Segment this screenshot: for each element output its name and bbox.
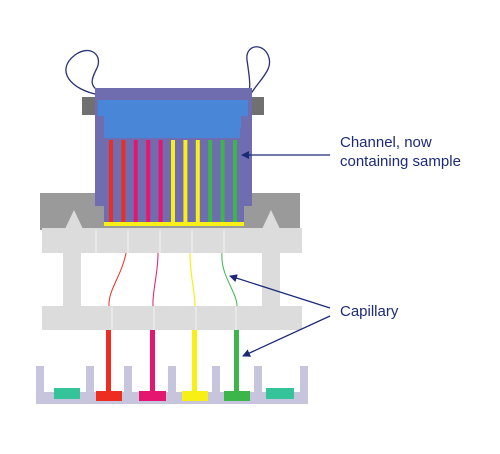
left-connector bbox=[82, 97, 96, 115]
capillary-magenta bbox=[152, 252, 159, 307]
capillary-pointer-arrow-upper bbox=[229, 274, 331, 309]
tube-red bbox=[106, 330, 111, 394]
channel-strip bbox=[109, 140, 113, 224]
channel-strip bbox=[121, 140, 126, 224]
left-triangle bbox=[65, 210, 83, 229]
well-magenta bbox=[139, 391, 166, 401]
sample-channels bbox=[109, 140, 237, 224]
channel-label-line1: Channel, now bbox=[340, 134, 432, 151]
channel-strip bbox=[171, 140, 175, 224]
right-triangle bbox=[262, 210, 280, 229]
reservoir-inner-right bbox=[241, 116, 248, 128]
capillary-red bbox=[108, 252, 127, 307]
capillary-yellow bbox=[189, 252, 196, 307]
well-green bbox=[224, 391, 250, 401]
bottom-film bbox=[104, 222, 244, 226]
channel-strip bbox=[220, 140, 225, 224]
right-tubing bbox=[246, 46, 271, 101]
right-pillar bbox=[262, 253, 280, 306]
capillary-label: Capillary bbox=[340, 303, 399, 320]
tube-yellow bbox=[192, 330, 197, 394]
well-teal-right bbox=[266, 388, 294, 399]
lower-plate bbox=[42, 306, 302, 330]
channel-strip bbox=[195, 140, 200, 224]
tube-green bbox=[234, 330, 239, 394]
reservoir-inner-left bbox=[97, 116, 104, 128]
channel-strip bbox=[146, 140, 151, 224]
channel-strip bbox=[208, 140, 213, 224]
well-red bbox=[96, 391, 122, 401]
capillary-pointer-arrow-lower bbox=[242, 315, 331, 357]
well-yellow bbox=[182, 391, 208, 401]
right-connector bbox=[250, 97, 264, 115]
channel-strip bbox=[183, 140, 188, 224]
tube-magenta bbox=[150, 330, 155, 394]
reservoir bbox=[98, 100, 248, 138]
left-tubing bbox=[65, 49, 101, 96]
left-pillar bbox=[63, 253, 81, 306]
upper-plate bbox=[42, 228, 302, 253]
well-teal-left bbox=[54, 388, 80, 399]
channel-label-line2: containing sample bbox=[340, 153, 461, 170]
channel-strip bbox=[158, 140, 163, 224]
capillary-green bbox=[221, 252, 238, 307]
channel-strip bbox=[233, 140, 237, 224]
channel-strip bbox=[133, 140, 138, 224]
